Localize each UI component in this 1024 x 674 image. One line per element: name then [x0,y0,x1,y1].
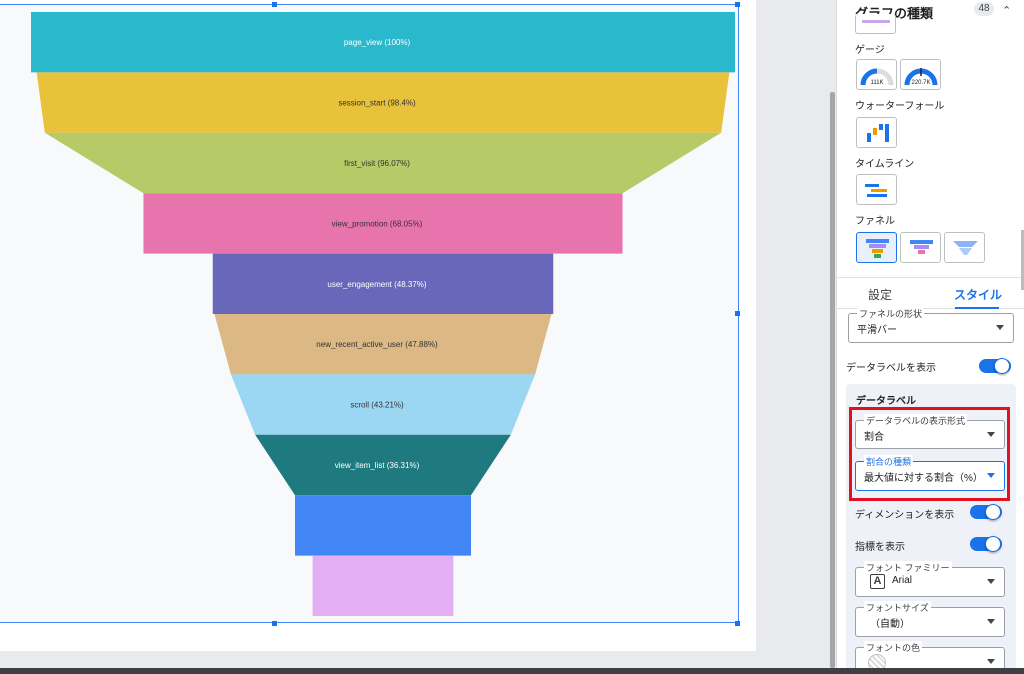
gauge-icon: 111K [860,68,894,86]
show-data-labels-toggle[interactable] [979,358,1011,374]
font-color-select[interactable]: フォントの色 [855,641,1005,668]
show-metric-toggle[interactable] [970,536,1002,552]
resize-handle[interactable] [735,311,740,316]
label-format-legend: データラベルの表示形式 [864,414,968,427]
funnel-segment-view_promotion[interactable] [143,193,623,254]
funnel-chart[interactable]: page_view (100%) session_start (98.4%) fir… [0,2,740,626]
funnel-icon [910,240,933,254]
properties-panel: グラフの種類 48 ⌃ ゲージ 111K 220.7K ウォーターフォール タイ… [836,0,1024,668]
funnel-chart-thumb-2[interactable] [900,232,941,263]
font-size-select[interactable]: フォントサイズ （自動） [855,601,1005,637]
tab-style[interactable]: スタイル [954,288,1003,302]
funnel-data-label: view_item_list (36.31%) [335,461,420,470]
annotation-highlight-box [849,407,1010,501]
waterfall-chart-thumb[interactable] [856,117,897,148]
font-color-legend: フォントの色 [864,641,923,654]
funnel-shape-select[interactable]: ファネルの形状 平滑バー [848,307,1014,343]
funnel-plot: page_view (100%) session_start (98.4%) fir… [31,12,735,616]
funnel-data-label: user_engagement (48.37%) [327,280,427,289]
label-format-value: 割合 [864,432,884,443]
font-size-legend: フォントサイズ [864,601,931,614]
font-family-value: Arial [892,575,913,586]
canvas-scrollbar[interactable] [830,92,835,668]
show-dimension-label: ディメンションを表示 [855,510,955,521]
funnel-segment-new_recent_active_user[interactable] [214,314,552,375]
toggle-knob [985,504,1001,520]
show-dimension-toggle[interactable] [970,504,1002,520]
timeline-icon [865,184,887,197]
font-size-value: （自動） [870,619,910,630]
funnel-segment-session_start[interactable] [36,72,730,133]
font-family-legend: フォント ファミリー [864,561,952,574]
show-data-labels-label: データラベルを表示 [846,363,936,374]
font-family-icon: A [870,574,885,589]
label-format-select[interactable]: データラベルの表示形式 割合 [855,414,1005,449]
gauge-icon: 220.7K [904,68,938,86]
data-labels-heading: データラベル [856,396,916,407]
report-page: page_view (100%) session_start (98.4%) fir… [0,0,756,651]
chevron-down-icon [987,619,995,624]
active-tab-indicator [955,307,999,309]
data-labels-group: データラベル データラベルの表示形式 割合 割合の種類 最大値に対する割合（%）… [846,384,1016,668]
funnel-chart-thumb-3[interactable] [944,232,985,263]
percent-type-select[interactable]: 割合の種類 最大値に対する割合（%） [855,455,1005,491]
funnel-segment-step-9[interactable] [295,495,471,556]
chevron-down-icon [987,473,995,478]
percent-type-legend: 割合の種類 [864,455,914,468]
panel-tabs: 設定 スタイル [837,277,1024,309]
collapse-icon[interactable]: ⌃ [1002,5,1012,17]
resize-handle[interactable] [735,621,740,626]
font-family-select[interactable]: フォント ファミリー A Arial [855,561,1005,597]
funnel-segment-scroll[interactable] [230,374,536,435]
funnel-segment-user_engagement[interactable] [212,253,554,314]
funnel-icon [866,239,889,258]
chart-count-badge: 48 [974,2,994,16]
funnel-shape-legend: ファネルの形状 [857,307,925,320]
toggle-knob [985,536,1001,552]
gauge-chart-thumb-2[interactable]: 220.7K [900,59,941,90]
color-swatch-icon [868,654,886,668]
waterfall-icon [867,124,889,142]
resize-handle[interactable] [272,2,277,7]
funnel-segment-step-10[interactable] [312,555,454,616]
show-metric-label: 指標を表示 [855,542,905,553]
funnel-data-label: view_promotion (68.05%) [332,219,423,228]
funnel-segment-view_item_list[interactable] [255,434,511,496]
chart-type-thumb-partial[interactable] [855,14,896,34]
panel-scrollbar[interactable] [1021,230,1024,290]
chevron-down-icon [987,579,995,584]
svg-text:111K: 111K [870,80,883,86]
percent-type-value: 最大値に対する割合（%） [864,473,983,484]
chevron-down-icon [996,325,1004,330]
resize-handle[interactable] [272,621,277,626]
funnel-icon [953,241,978,255]
chevron-down-icon [987,432,995,437]
funnel-data-label: session_start (98.4%) [338,99,416,108]
funnel-chart-thumb-selected[interactable] [856,232,897,263]
svg-text:220.7K: 220.7K [911,80,930,86]
funnel-data-label: new_recent_active_user (47.88%) [316,340,438,349]
funnel-section-label: ファネル [855,216,895,227]
tab-setup[interactable]: 設定 [868,288,893,302]
funnel-segment-page_view[interactable] [31,12,735,73]
funnel-data-label: scroll (43.21%) [350,401,404,410]
funnel-shape-value: 平滑バー [857,325,897,336]
gauge-section-label: ゲージ [855,45,885,56]
waterfall-section-label: ウォーターフォール [855,101,945,112]
timeline-chart-thumb[interactable] [856,174,897,205]
funnel-data-label: page_view (100%) [344,38,411,47]
chevron-down-icon [987,659,995,664]
taskbar-strip [0,668,1024,674]
resize-handle[interactable] [735,2,740,7]
funnel-data-label: first_visit (96.07%) [344,159,410,168]
report-canvas: page_view (100%) session_start (98.4%) fir… [0,0,835,668]
timeline-section-label: タイムライン [855,159,915,170]
toggle-knob [994,358,1010,374]
funnel-segment-first_visit[interactable] [44,132,722,194]
gauge-chart-thumb[interactable]: 111K [856,59,897,90]
